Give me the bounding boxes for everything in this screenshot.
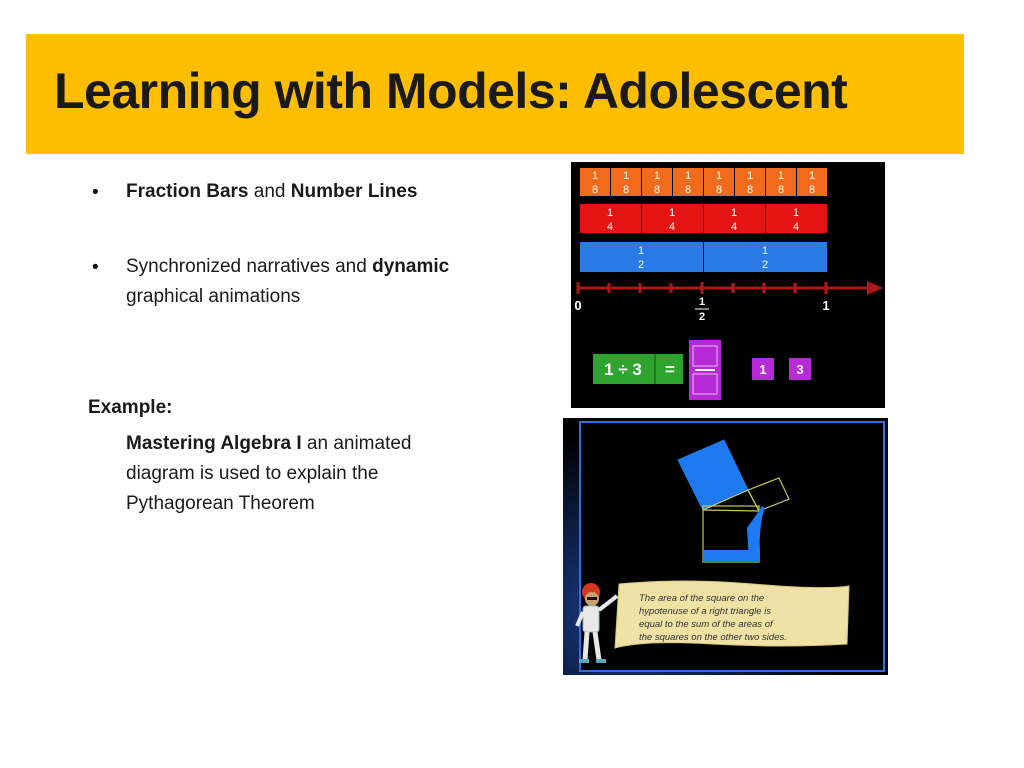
slide-title: Learning with Models: Adolescent bbox=[54, 63, 848, 119]
half-num: 1 bbox=[762, 245, 768, 257]
number-line-half-den: 2 bbox=[699, 311, 705, 323]
quarter-den: 4 bbox=[607, 221, 613, 233]
eighth-num: 1 bbox=[809, 170, 815, 182]
example-label-text: Example: bbox=[88, 397, 173, 418]
quarters-row bbox=[580, 204, 827, 233]
number-line-half-num: 1 bbox=[699, 296, 705, 308]
eighth-num: 1 bbox=[747, 170, 753, 182]
eighth-num: 1 bbox=[654, 170, 660, 182]
example-desc-2: diagram is used to explain the bbox=[126, 463, 379, 484]
number-line bbox=[576, 282, 869, 294]
fraction-bars-text: Fraction Bars bbox=[126, 181, 249, 202]
quarter-num: 1 bbox=[669, 207, 675, 219]
example-desc-1: an animated bbox=[301, 433, 412, 454]
eighth-num: 1 bbox=[623, 170, 629, 182]
tile-one bbox=[752, 358, 774, 380]
halves-row bbox=[580, 242, 827, 272]
fraction-bars-image: 1 8 1 8 1 8 1 8 1 8 1 8 1 8 1 8 1 4 1 bbox=[571, 162, 885, 408]
eighth-num: 1 bbox=[716, 170, 722, 182]
eighth-den: 8 bbox=[716, 184, 722, 196]
quarter-den: 4 bbox=[669, 221, 675, 233]
scroll-line-3: equal to the sum of the areas of bbox=[639, 619, 774, 630]
eighth-den: 8 bbox=[809, 184, 815, 196]
eighth-den: 8 bbox=[685, 184, 691, 196]
half-den: 2 bbox=[762, 259, 768, 271]
quarter-num: 1 bbox=[793, 207, 799, 219]
explanation-scroll bbox=[614, 580, 850, 649]
and-text: and bbox=[248, 181, 291, 202]
example-label: Example: bbox=[88, 393, 172, 423]
tile-one-label: 1 bbox=[759, 362, 766, 377]
quarter-num: 1 bbox=[607, 207, 613, 219]
eighth-num: 1 bbox=[592, 170, 598, 182]
quarter-den: 4 bbox=[731, 221, 737, 233]
tile-three bbox=[789, 358, 811, 380]
dynamic-text: dynamic bbox=[372, 256, 450, 277]
quarter-num: 1 bbox=[731, 207, 737, 219]
division-expression: 1 ÷ 3 bbox=[604, 360, 642, 379]
scroll-line-2: hypotenuse of a right triangle is bbox=[639, 606, 771, 617]
eighth-den: 8 bbox=[778, 184, 784, 196]
product-name: Mastering Algebra I bbox=[126, 433, 302, 454]
eighth-den: 8 bbox=[747, 184, 753, 196]
equals-sign: = bbox=[665, 360, 675, 379]
scroll-line-1: The area of the square on the bbox=[639, 593, 764, 604]
arrow-head-icon bbox=[867, 281, 883, 295]
example-desc-3: Pythagorean Theorem bbox=[126, 493, 315, 514]
tile-three-label: 3 bbox=[796, 362, 803, 377]
quarter-den: 4 bbox=[793, 221, 799, 233]
eighth-den: 8 bbox=[592, 184, 598, 196]
eighth-den: 8 bbox=[623, 184, 629, 196]
pythagoras-svg: The area of the square on the hypotenuse… bbox=[563, 418, 888, 675]
half-den: 2 bbox=[638, 259, 644, 271]
synchronized-text: Synchronized narratives and bbox=[126, 256, 373, 277]
eighth-num: 1 bbox=[778, 170, 784, 182]
scroll-line-4: the squares on the other two sides. bbox=[639, 632, 787, 643]
eighth-num: 1 bbox=[685, 170, 691, 182]
bullet-item-2: Synchronized narratives and dynamic grap… bbox=[126, 252, 546, 312]
eighths-row bbox=[580, 168, 827, 196]
division-expression-box bbox=[593, 354, 683, 384]
half-num: 1 bbox=[638, 245, 644, 257]
right-triangle bbox=[702, 489, 761, 512]
graphical-animations-text: graphical animations bbox=[126, 286, 301, 307]
example-description: Mastering Algebra I an animated diagram … bbox=[126, 429, 546, 519]
bullet-item-1: Fraction Bars and Number Lines bbox=[126, 177, 417, 207]
title-band bbox=[26, 34, 964, 154]
teacher-character-icon bbox=[575, 583, 619, 663]
bullet-dot: • bbox=[92, 182, 99, 203]
number-lines-text: Number Lines bbox=[290, 181, 418, 202]
number-line-one: 1 bbox=[822, 298, 829, 313]
eighth-den: 8 bbox=[654, 184, 660, 196]
fraction-bars-svg: 1 8 1 8 1 8 1 8 1 8 1 8 1 8 1 8 1 4 1 bbox=[574, 168, 883, 400]
number-line-zero: 0 bbox=[574, 298, 581, 313]
bullet-dot: • bbox=[92, 257, 99, 278]
pythagorean-theorem-image: The area of the square on the hypotenuse… bbox=[563, 418, 888, 675]
